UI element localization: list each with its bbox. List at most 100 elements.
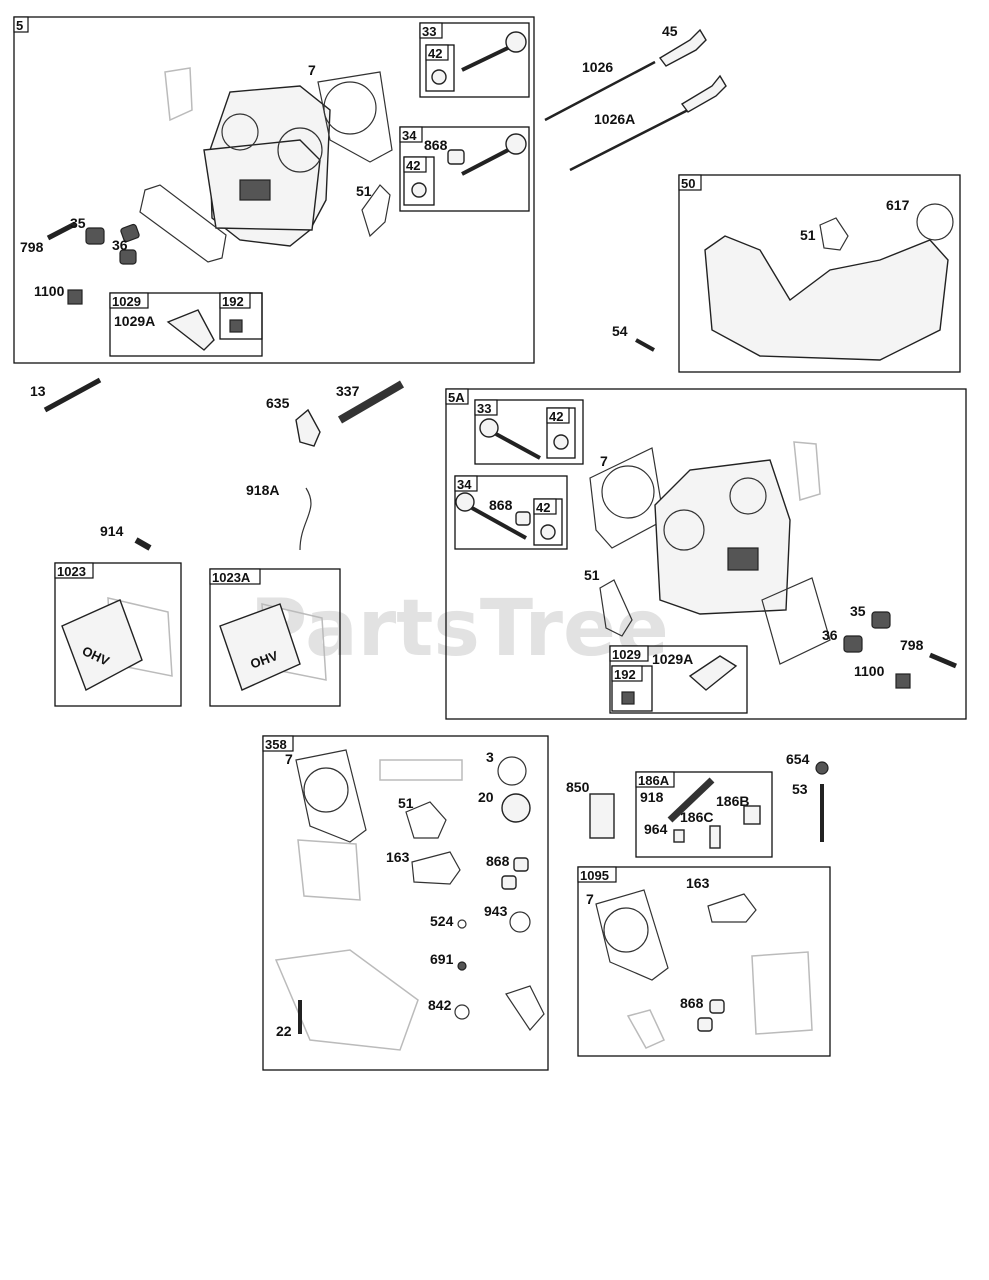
label-918: 918 xyxy=(640,789,664,805)
nut-icon xyxy=(229,319,243,333)
bolt-icon xyxy=(43,377,102,413)
valve-head-icon xyxy=(505,31,527,53)
label-654: 654 xyxy=(786,751,810,767)
label-36: 36 xyxy=(112,237,128,253)
group-1023A-label: 1023A xyxy=(212,570,251,585)
gasket-icon xyxy=(626,1009,666,1049)
label-635: 635 xyxy=(266,395,290,411)
valve-spring-icon xyxy=(843,635,863,653)
head-gasket-icon xyxy=(595,889,669,981)
sealant-tube-icon xyxy=(589,793,615,839)
group-33b-frame xyxy=(474,399,584,465)
group-1095-tag xyxy=(577,866,617,883)
gasket-icon xyxy=(819,217,849,251)
valve-seal-icon xyxy=(540,524,556,540)
valve-head-icon xyxy=(479,418,499,438)
group-186A-label: 186A xyxy=(638,773,670,788)
group-186A-tag xyxy=(635,771,675,788)
label-7: 7 xyxy=(586,891,594,907)
label-964: 964 xyxy=(644,821,668,837)
label-163: 163 xyxy=(686,875,710,891)
label-54: 54 xyxy=(612,323,628,339)
group-358-frame xyxy=(262,735,549,1071)
group-358-label: 358 xyxy=(265,737,287,752)
tappet-icon xyxy=(680,74,727,113)
label-868: 868 xyxy=(424,137,448,153)
group-42c-label: 42 xyxy=(549,409,563,424)
valve-cover-icon xyxy=(61,599,143,691)
gasket-icon xyxy=(405,801,447,839)
label-51: 51 xyxy=(584,567,600,583)
group-34-label: 34 xyxy=(402,128,417,143)
group-34-frame xyxy=(399,126,530,212)
intake-gasket-icon xyxy=(599,579,633,637)
label-45: 45 xyxy=(662,23,678,39)
valve-seal-icon xyxy=(411,182,427,198)
watermark: PartsTree xyxy=(250,584,669,674)
spark-plug-boot-icon xyxy=(295,408,321,447)
group-1029-label: 1029 xyxy=(112,294,141,309)
gasket-icon xyxy=(505,985,545,1031)
label-1026: 1026 xyxy=(582,59,613,75)
label-868: 868 xyxy=(486,853,510,869)
group-5-frame xyxy=(13,16,535,364)
valve-stem-icon xyxy=(495,432,541,460)
group-5A-tag xyxy=(445,388,469,405)
group-33b-label: 33 xyxy=(477,401,491,416)
valve-cover-gasket-icon xyxy=(139,184,227,263)
label-35: 35 xyxy=(850,603,866,619)
group-192-tag xyxy=(219,292,251,309)
label-798: 798 xyxy=(20,239,44,255)
label-35: 35 xyxy=(70,215,86,231)
group-42-label: 42 xyxy=(428,46,442,61)
group-34-tag xyxy=(399,126,423,143)
gasket-icon xyxy=(297,839,361,901)
group-1023-frame xyxy=(54,562,182,707)
stud-icon xyxy=(929,652,957,669)
oil-seal-icon xyxy=(501,793,531,823)
label-1029A: 1029A xyxy=(114,313,155,329)
group-192-label: 192 xyxy=(222,294,244,309)
group-34b-tag xyxy=(454,475,478,492)
label-337: 337 xyxy=(336,383,360,399)
push-rod-icon xyxy=(569,108,689,172)
valve-seal-icon xyxy=(553,434,569,450)
label-943: 943 xyxy=(484,903,508,919)
valve-guide-icon xyxy=(697,1017,713,1032)
gasket-icon xyxy=(411,851,461,885)
o-ring-icon xyxy=(497,756,527,786)
label-163: 163 xyxy=(386,849,410,865)
label-868: 868 xyxy=(680,995,704,1011)
label-186C: 186C xyxy=(680,809,713,825)
cylinder-head-icon xyxy=(203,85,331,247)
valve-guide-icon xyxy=(515,511,531,526)
group-42d-tag xyxy=(533,498,557,515)
label-186B: 186B xyxy=(716,793,749,809)
label-20: 20 xyxy=(478,789,494,805)
valve-cover-gasket-icon xyxy=(761,577,831,665)
exhaust-gasket-icon xyxy=(793,441,821,501)
label-51: 51 xyxy=(356,183,372,199)
label-7: 7 xyxy=(285,751,293,767)
label-13: 13 xyxy=(30,383,46,399)
rocker-arm-icon xyxy=(688,655,738,691)
stud-icon xyxy=(46,221,77,241)
label-842: 842 xyxy=(428,997,452,1013)
group-1023A-frame xyxy=(209,568,341,707)
valve-stem-icon xyxy=(471,506,527,540)
o-ring-icon xyxy=(457,961,467,971)
group-42b-tag xyxy=(403,156,427,173)
group-50-tag xyxy=(678,174,702,191)
valve-cover-icon xyxy=(219,603,301,691)
label-868: 868 xyxy=(489,497,513,513)
spark-plug-icon xyxy=(337,380,405,424)
label-914: 914 xyxy=(100,523,124,539)
label-7: 7 xyxy=(600,453,608,469)
nut-icon xyxy=(621,691,635,705)
label-1026A: 1026A xyxy=(594,111,635,127)
head-gasket-icon xyxy=(317,71,393,163)
group-34b-frame xyxy=(454,475,568,550)
label-617: 617 xyxy=(886,197,910,213)
valve-guide-icon xyxy=(501,875,517,890)
valve-head-icon xyxy=(505,133,527,155)
